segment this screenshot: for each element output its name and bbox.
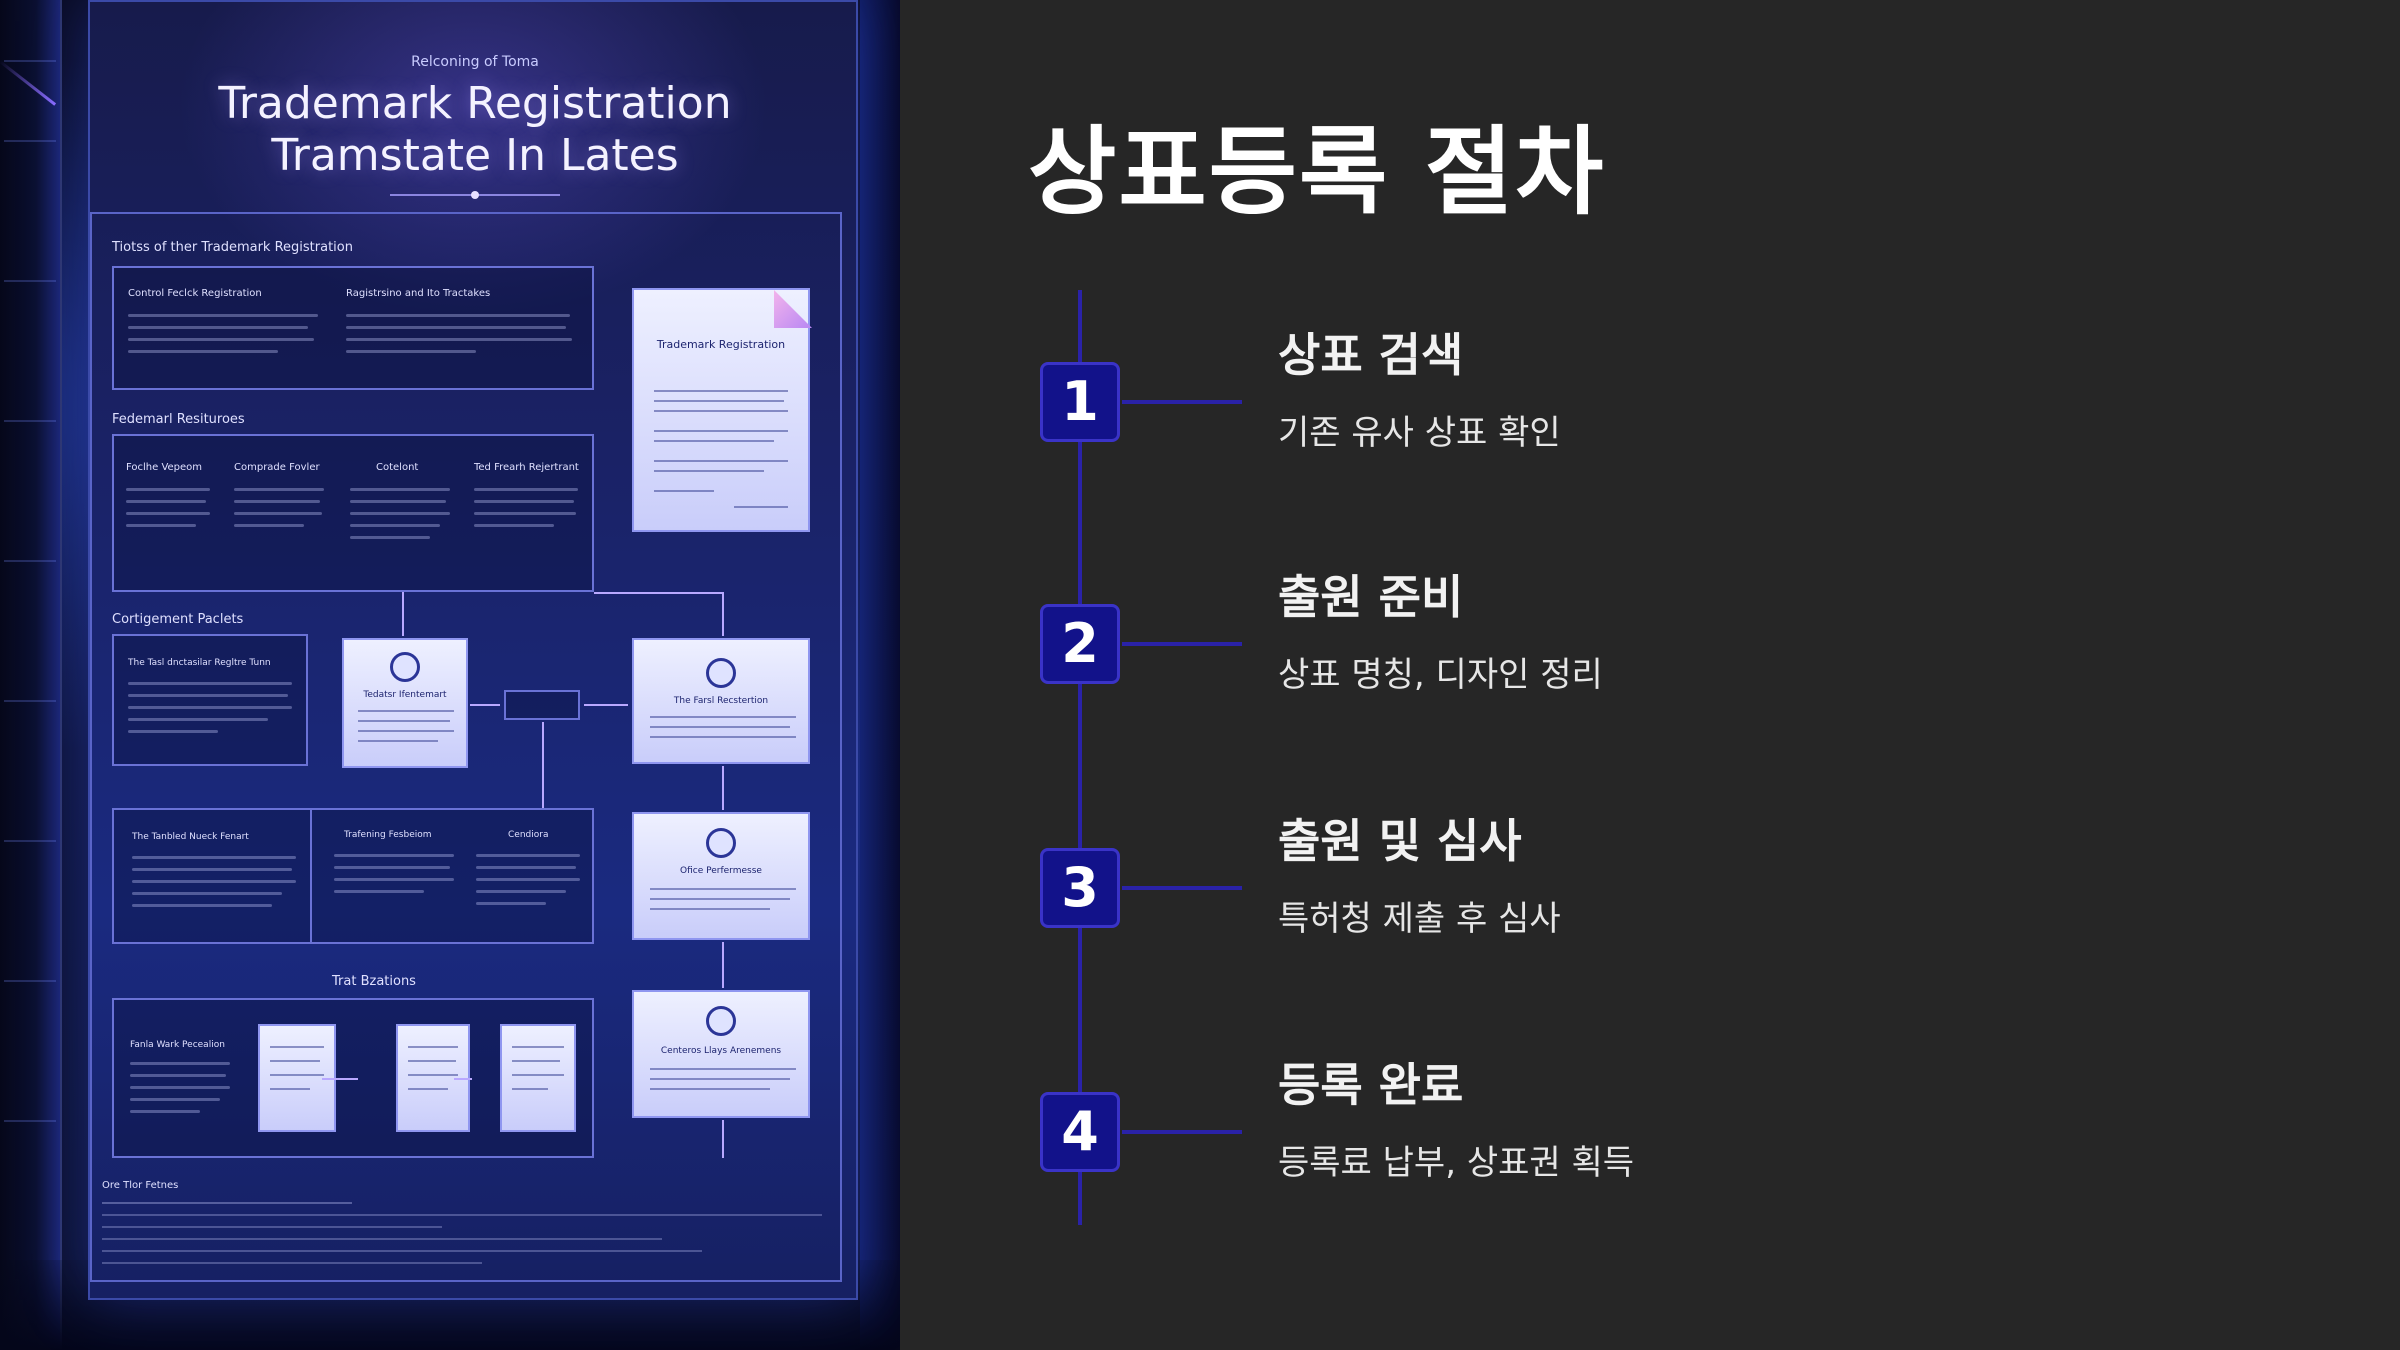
intro-box: Control Feclck Registration Ragistrsino … — [112, 266, 594, 390]
timeline-line — [1078, 290, 1082, 1225]
section-label-3: Cortigement Paclets — [112, 612, 244, 627]
certificate-document: Trademark Registration — [632, 288, 812, 532]
seal-icon — [706, 658, 736, 688]
seal-icon — [706, 1006, 736, 1036]
final-document: Centeros Llays Arenemens — [632, 990, 810, 1118]
step-3-description: 특허청 제출 후 심사 — [1278, 899, 1561, 939]
bottom-left-heading: Fanla Wark Pecealion — [130, 1040, 225, 1050]
fork-right-document: The Farsl Recstertion — [632, 638, 810, 764]
seal-icon — [390, 652, 420, 682]
office-document: Ofice Perfermesse — [632, 812, 810, 940]
intro-left-heading: Control Feclck Registration — [128, 288, 262, 299]
step-2: 2 출원 준비 상표 명칭, 디자인 정리 — [1038, 562, 2338, 762]
document-fold-icon — [774, 290, 812, 328]
trademark-poster: Relconing of Toma Trademark Registration… — [88, 0, 858, 1300]
connector — [722, 1120, 724, 1158]
page-title: 상표등록 절차 — [1028, 116, 1606, 228]
step-2-description: 상표 명칭, 디자인 정리 — [1278, 655, 1603, 695]
step-3: 3 출원 및 심사 특허청 제출 후 심사 — [1038, 806, 2338, 1006]
connector — [594, 592, 722, 594]
connector — [454, 1078, 472, 1080]
poster-flowchart: Tiotss of ther Trademark Registration Fe… — [90, 212, 842, 1282]
connector — [584, 704, 628, 706]
connector — [470, 704, 500, 706]
column-1-heading: Foclhe Vepeom — [126, 462, 203, 473]
step-1: 1 상표 검색 기존 유사 상표 확인 — [1038, 320, 2338, 520]
office-heading: Ofice Perfermesse — [680, 866, 762, 876]
footer-heading: Ore Tlor Fetnes — [102, 1180, 179, 1191]
connector — [722, 592, 724, 636]
step-4-description: 등록료 납부, 상표권 획득 — [1278, 1143, 1635, 1183]
fork-right-heading: The Farsl Recstertion — [673, 696, 769, 706]
section-label-1: Tiotss of ther Trademark Registration — [112, 240, 353, 255]
poster-title-line2: Tramstate In Lates — [271, 130, 679, 181]
fork-left-box: The Tasl dnctasilar Regltre Tunn — [112, 634, 308, 766]
poster-kicker: Relconing of Toma — [411, 54, 539, 70]
step-2-title: 출원 준비 — [1278, 570, 1464, 624]
lower-box: The Tanbled Nueck Fenart Trafening Fesbe… — [112, 808, 594, 944]
step-3-connector — [1122, 886, 1242, 890]
section-label-4: Trat Bzations — [332, 974, 416, 989]
connector — [402, 592, 404, 636]
poster-title: Trademark Registration Tramstate In Late… — [90, 78, 860, 182]
intro-right-heading: Ragistrsino and Ito Tractakes — [346, 288, 491, 299]
step-1-number-badge: 1 — [1040, 362, 1120, 442]
lower-left-heading: The Tanbled Nueck Fenart — [132, 832, 249, 842]
hero-illustration: Relconing of Toma Trademark Registration… — [0, 0, 900, 1350]
section-label-2: Fedemarl Resituroes — [112, 412, 245, 427]
connector — [722, 766, 724, 810]
connector — [722, 942, 724, 988]
lower-right-heading: Cendiora — [508, 830, 549, 840]
fork-left-heading: The Tasl dnctasilar Regltre Tunn — [128, 658, 271, 668]
connector — [542, 722, 544, 808]
server-rack-left — [0, 0, 62, 1350]
thumbnail-document-3 — [500, 1024, 576, 1132]
step-1-description: 기존 유사 상표 확인 — [1278, 413, 1561, 453]
step-2-number-badge: 2 — [1040, 604, 1120, 684]
step-4-number-badge: 4 — [1040, 1092, 1120, 1172]
step-4-connector — [1122, 1130, 1242, 1134]
poster-title-line1: Trademark Registration — [218, 78, 732, 129]
step-1-title: 상표 검색 — [1278, 328, 1464, 382]
step-1-connector — [1122, 400, 1242, 404]
server-rack-right — [860, 0, 900, 1350]
column-2-heading: Comprade Fovler — [234, 462, 320, 473]
poster-divider — [390, 191, 560, 199]
column-3-heading: Cotelont — [376, 462, 419, 473]
step-3-title: 출원 및 심사 — [1278, 814, 1522, 868]
step-4: 4 등록 완료 등록료 납부, 상표권 획득 — [1038, 1050, 2338, 1250]
fork-mid-document: Tedatsr Ifentemart — [342, 638, 468, 768]
fork-connector-box — [504, 690, 580, 720]
connector — [322, 1078, 358, 1080]
seal-icon — [706, 828, 736, 858]
step-4-title: 등록 완료 — [1278, 1058, 1464, 1112]
resources-box: Foclhe Vepeom Comprade Fovler Cotelont T… — [112, 434, 594, 592]
fork-mid-heading: Tedatsr Ifentemart — [363, 690, 447, 700]
final-heading: Centeros Llays Arenemens — [660, 1046, 782, 1056]
step-3-number-badge: 3 — [1040, 848, 1120, 928]
column-4-heading: Ted Frearh Rejertrant — [474, 462, 579, 473]
step-2-connector — [1122, 642, 1242, 646]
lower-mid-heading: Trafening Fesbeiom — [344, 830, 432, 840]
certificate-title: Trademark Registration — [656, 338, 786, 351]
